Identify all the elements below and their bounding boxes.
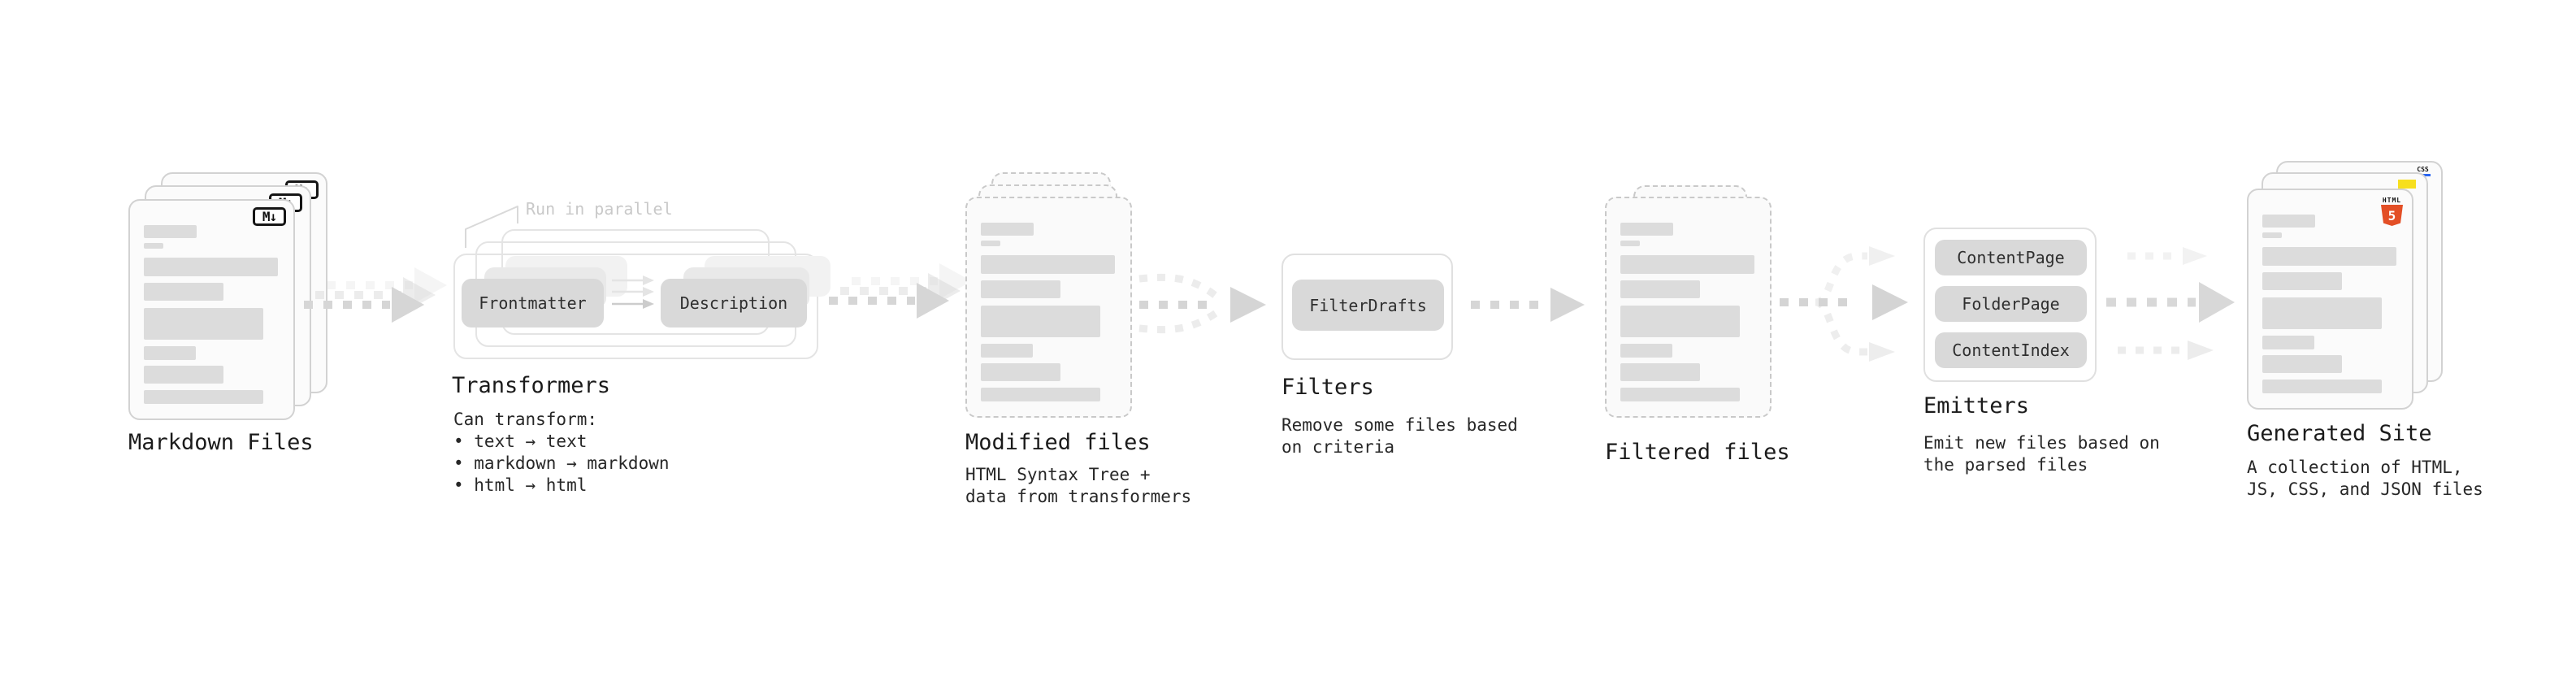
- text-skeleton-bars: [1620, 223, 1754, 401]
- stage-desc-emitters: Emit new files based on the parsed files: [1923, 433, 2160, 475]
- document-sheet-front: [965, 197, 1132, 418]
- stage-desc-generated-site: A collection of HTML, JS, CSS, and JSON …: [2247, 458, 2483, 499]
- frontmatter-pill: Frontmatter: [462, 279, 604, 327]
- transformer-box-outline-front: [453, 254, 818, 359]
- stage-title-transformers: Transformers: [452, 373, 611, 398]
- filtered-files-stack: [1605, 185, 1780, 429]
- emitter-pill-folderpage: FolderPage: [1935, 286, 2087, 322]
- stacked-dashed-arrow-icon: [824, 264, 978, 333]
- note-connector-line: [465, 206, 518, 248]
- filters-box: FilterDrafts: [1281, 254, 1453, 360]
- run-in-parallel-note: Run in parallel: [526, 199, 673, 219]
- modified-files-stack: [965, 172, 1140, 424]
- markdown-files-stack: M↓ M↓ M↓: [128, 172, 332, 424]
- stage-title-emitters: Emitters: [1923, 393, 2030, 419]
- html5-badge-icon: HTML 5: [2381, 197, 2403, 226]
- text-skeleton-bars: [144, 225, 278, 404]
- filterdrafts-pill: FilterDrafts: [1292, 280, 1444, 331]
- emitter-pill-contentindex: ContentIndex: [1935, 332, 2087, 368]
- stage-desc-modified-files: HTML Syntax Tree + data from transformer…: [965, 465, 1192, 506]
- description-pill: Description: [661, 279, 807, 327]
- text-skeleton-bars: [981, 223, 1115, 401]
- stage-title-generated-site: Generated Site: [2247, 421, 2432, 446]
- dashed-arrow-icon: [1471, 288, 1585, 322]
- document-sheet-front: [1605, 197, 1772, 418]
- stage-desc-filters: Remove some files based on criteria: [1281, 415, 1518, 457]
- text-skeleton-bars: [2262, 215, 2396, 393]
- document-sheet-front: M↓: [128, 199, 295, 420]
- parallel-arrows-icon: [2106, 247, 2235, 360]
- document-sheet-front: HTML 5: [2247, 189, 2413, 410]
- js-badge-icon: [2398, 180, 2416, 189]
- split-arrow-icon: [1780, 246, 1908, 362]
- stacked-dashed-arrow-icon: [299, 268, 453, 337]
- stage-title-markdown-files: Markdown Files: [128, 430, 314, 455]
- stage-title-filtered-files: Filtered files: [1605, 440, 1790, 465]
- markdown-icon: M↓: [253, 207, 286, 226]
- emitter-pill-contentpage: ContentPage: [1935, 240, 2087, 275]
- merge-arrow-icon: [1138, 273, 1266, 334]
- stage-desc-transformers: Can transform: • text → text • markdown …: [453, 410, 670, 495]
- pill-flow-arrows-icon: [612, 275, 654, 309]
- stage-title-modified-files: Modified files: [965, 430, 1151, 455]
- emitters-box: ContentPage FolderPage ContentIndex: [1923, 228, 2097, 382]
- generated-site-stack: CSS HTML 5: [2247, 161, 2446, 413]
- transformers-group: Run in parallel Frontmatter Description: [452, 195, 834, 370]
- stage-title-filters: Filters: [1281, 375, 1374, 400]
